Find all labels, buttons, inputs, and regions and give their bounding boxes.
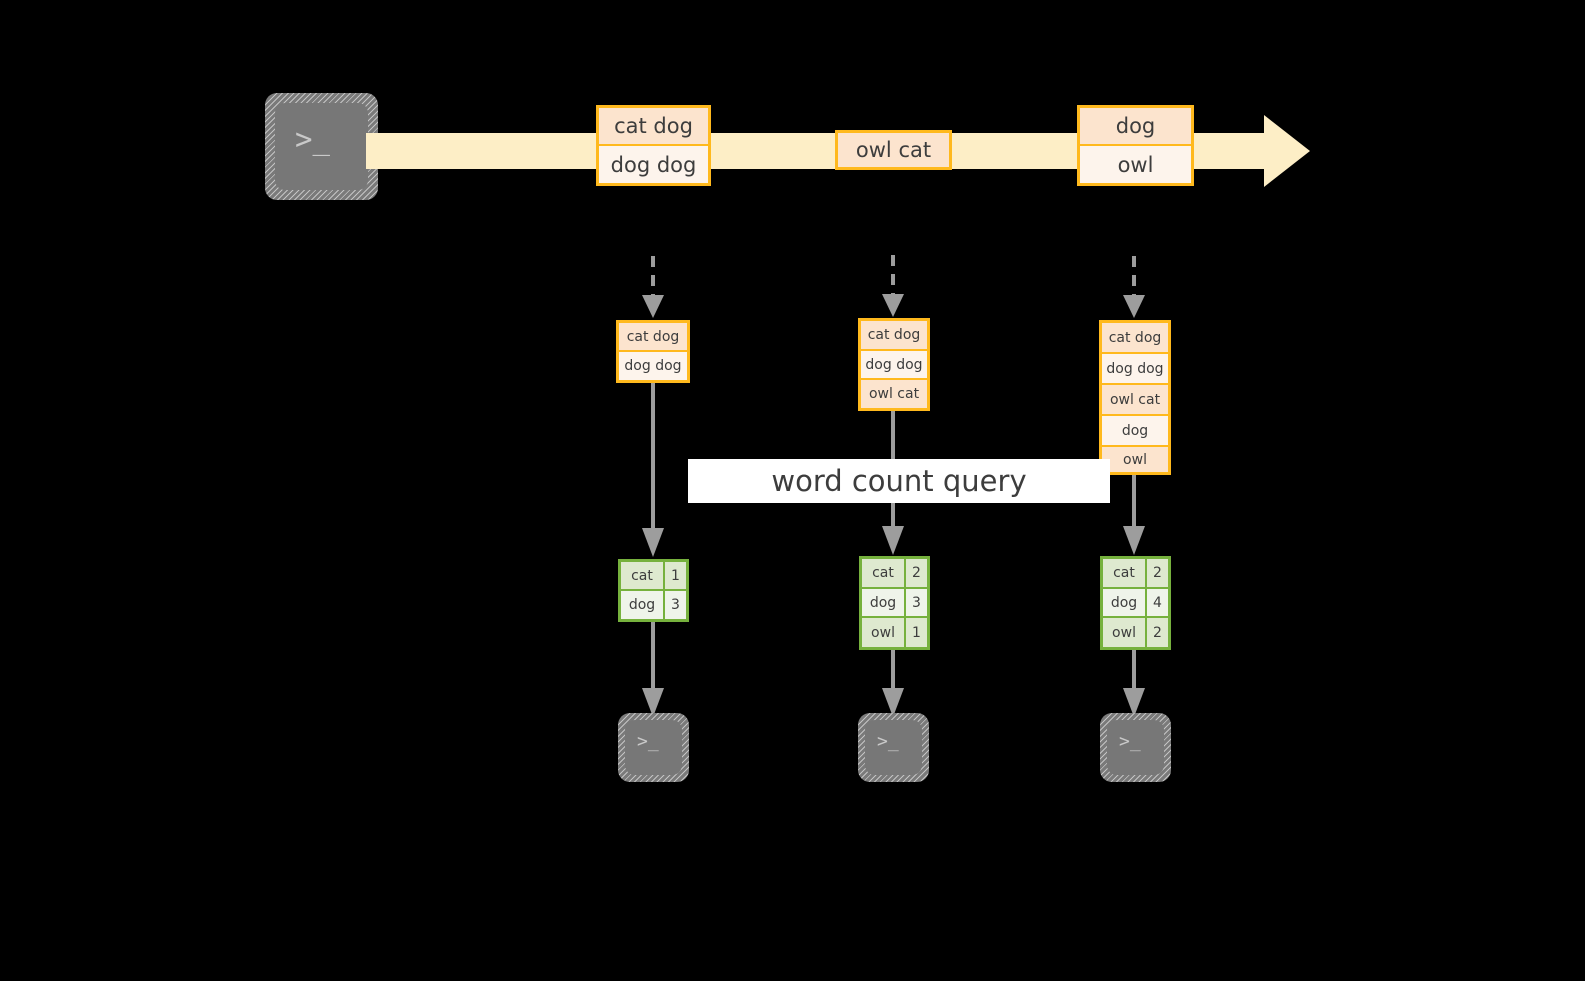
terminal-prompt-glyph: >_	[295, 122, 330, 156]
query-label: word count query	[688, 459, 1110, 503]
result-row: dog 3	[621, 591, 686, 619]
result-row: dog 4	[1103, 588, 1168, 619]
snapshot-to-result-connector-3	[1132, 475, 1136, 527]
terminal-prompt-glyph: >_	[1119, 731, 1141, 752]
result-3: cat 2 dog 4 owl 2	[1100, 556, 1171, 650]
snapshot-row: cat dog	[1102, 323, 1168, 354]
snapshot-3: cat dog dog dog owl cat dog owl	[1099, 320, 1171, 475]
stream-to-snapshot-connector-2	[891, 255, 895, 297]
snapshot-row: dog	[1102, 416, 1168, 447]
result-word: owl	[1103, 618, 1147, 648]
result-to-sink-connector-1	[651, 622, 655, 689]
terminal-prompt-glyph: >_	[637, 731, 659, 752]
snapshot-1: cat dog dog dog	[616, 320, 690, 383]
stream-record-group-2: dog owl	[1077, 105, 1194, 186]
stream-to-snapshot-arrowhead-1	[642, 295, 664, 318]
result-to-sink-connector-3	[1132, 650, 1136, 689]
terminal-screen	[1107, 720, 1164, 775]
terminal-screen	[275, 103, 368, 190]
result-word: dog	[1103, 588, 1147, 617]
result-word: owl	[862, 618, 906, 648]
snapshot-to-result-arrowhead-2	[882, 526, 904, 555]
stream-record: dog dog	[599, 146, 708, 183]
result-word: dog	[621, 591, 665, 619]
snapshot-row: dog dog	[1102, 354, 1168, 385]
result-word: cat	[862, 559, 906, 587]
terminal-screen	[865, 720, 922, 775]
sink-terminal-icon-1: >_	[618, 713, 689, 782]
stream-record: dog	[1080, 108, 1191, 147]
result-row: cat 2	[1103, 559, 1168, 589]
snapshot-row: owl	[1102, 447, 1168, 472]
snapshot-row: cat dog	[619, 323, 687, 353]
result-row: dog 3	[862, 588, 927, 619]
result-count: 1	[906, 618, 927, 648]
stream-to-snapshot-connector-3	[1132, 256, 1136, 298]
snapshot-row: dog dog	[861, 350, 927, 381]
result-word: dog	[862, 588, 906, 617]
result-to-sink-connector-2	[891, 650, 895, 689]
result-1: cat 1 dog 3	[618, 559, 689, 622]
result-word: cat	[1103, 559, 1147, 587]
stream-record: owl	[1080, 146, 1191, 183]
snapshot-2: cat dog dog dog owl cat	[858, 318, 930, 411]
result-count: 2	[1147, 618, 1168, 648]
snapshot-to-result-arrowhead-1	[642, 528, 664, 557]
sink-terminal-icon-2: >_	[858, 713, 929, 782]
result-count: 2	[906, 559, 927, 587]
terminal-screen	[625, 720, 682, 775]
result-word: cat	[621, 562, 665, 590]
stream-to-snapshot-connector-1	[651, 256, 655, 298]
result-2: cat 2 dog 3 owl 1	[859, 556, 930, 650]
snapshot-row: owl cat	[861, 380, 927, 409]
result-row: owl 2	[1103, 618, 1168, 648]
result-count: 3	[665, 591, 686, 619]
stream-record: cat dog	[599, 108, 708, 147]
result-count: 4	[1147, 588, 1168, 617]
result-to-sink-arrowhead-2	[882, 688, 904, 717]
snapshot-row: owl cat	[1102, 385, 1168, 416]
result-row: cat 1	[621, 562, 686, 592]
sink-terminal-icon-3: >_	[1100, 713, 1171, 782]
result-count: 2	[1147, 559, 1168, 587]
event-stream-arrowhead	[1264, 115, 1310, 187]
result-row: owl 1	[862, 618, 927, 648]
terminal-prompt-glyph: >_	[877, 731, 899, 752]
stream-to-snapshot-arrowhead-2	[882, 294, 904, 317]
stream-record: owl cat	[835, 130, 952, 170]
result-count: 3	[906, 588, 927, 617]
snapshot-row: cat dog	[861, 321, 927, 351]
stream-to-snapshot-arrowhead-3	[1123, 295, 1145, 318]
snapshot-to-result-arrowhead-3	[1123, 526, 1145, 555]
result-to-sink-arrowhead-3	[1123, 688, 1145, 717]
result-row: cat 2	[862, 559, 927, 589]
result-to-sink-arrowhead-1	[642, 688, 664, 717]
result-count: 1	[665, 562, 686, 590]
snapshot-to-result-connector-1	[651, 383, 655, 529]
source-terminal-icon: >_	[265, 93, 378, 200]
stream-record-group-1: cat dog dog dog	[596, 105, 711, 186]
snapshot-row: dog dog	[619, 352, 687, 380]
